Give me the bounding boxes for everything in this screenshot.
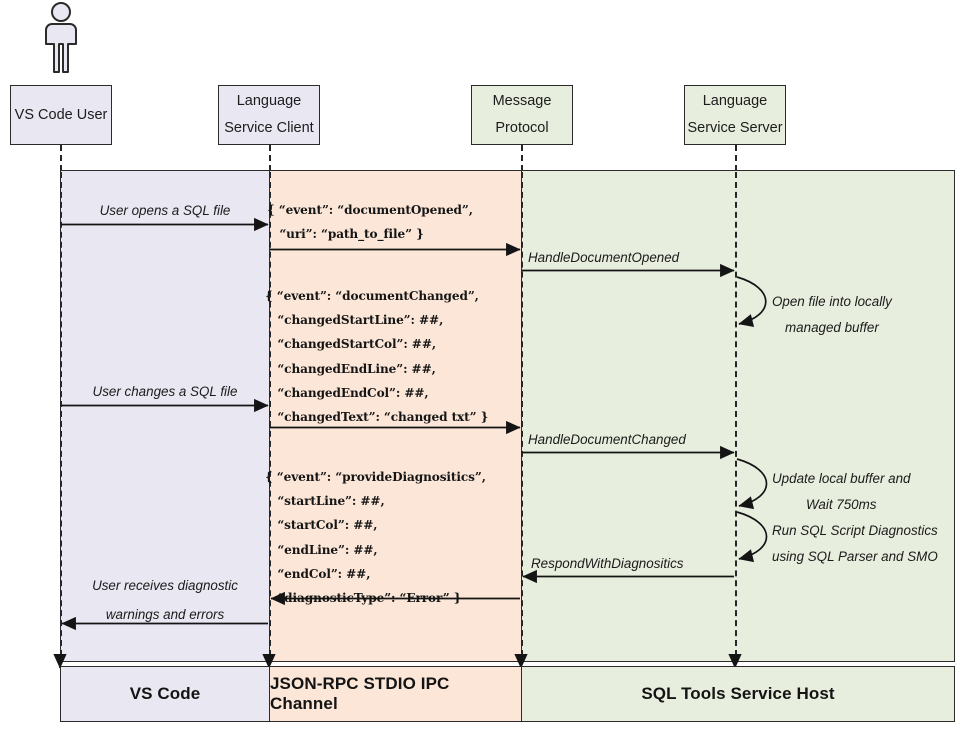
selfloop-open-file-buffer <box>736 276 767 328</box>
participant-label-line1: VS Code User <box>14 106 108 123</box>
note-update-buffer-line2: Wait 750ms <box>806 497 877 512</box>
band-sql-tools-service <box>521 170 955 662</box>
band-ipc-channel <box>269 170 522 662</box>
participant-label-line2: Service Server <box>687 120 783 136</box>
lifeline-stub-language-service-server <box>735 145 737 171</box>
label-user-receives-line1: User receives diagnostic <box>92 578 238 593</box>
label-user-receives-line2: warnings and errors <box>105 607 225 623</box>
participant-label-line2: Service Client <box>224 120 314 136</box>
lifeline-stub-vs-code-user <box>60 145 62 171</box>
lifeline-stub-language-service-client <box>269 145 271 171</box>
note-run-sql-diagnostics: Run SQL Script Diagnostics using SQL Par… <box>772 518 938 570</box>
label-user-opens-sql-file: User opens a SQL file <box>99 203 231 218</box>
footer-vs-code[interactable]: VS Code <box>60 666 270 722</box>
note-run-diagnostics-line2: using SQL Parser and SMO <box>772 549 938 564</box>
note-update-buffer-line1: Update local buffer and <box>772 471 911 486</box>
label-user-changes-sql-file: User changes a SQL file <box>92 384 238 399</box>
band-vs-code <box>60 170 270 662</box>
note-update-buffer-wait: Update local buffer and Wait 750ms <box>772 466 910 518</box>
participant-language-service-server[interactable]: Language Service Server <box>684 85 786 145</box>
footer-label: VS Code <box>129 684 201 703</box>
note-open-file-buffer: Open file into locally managed buffer <box>772 289 892 341</box>
label-handle-document-changed: HandleDocumentChanged <box>528 432 686 447</box>
lifeline-language-service-server <box>735 172 737 656</box>
selfloop-run-sql-diagnostics <box>736 511 768 563</box>
payload-document-changed: { “event”: “documentChanged”, “changedSt… <box>265 289 489 425</box>
payload-provide-diagnositics: { “event”: “provideDiagnositics”, “start… <box>265 470 486 606</box>
lifeline-vs-code-user <box>60 172 62 656</box>
lifeline-language-service-client <box>269 172 271 656</box>
note-open-file-line2: managed buffer <box>785 320 879 335</box>
participant-label-line2: Protocol <box>495 120 549 136</box>
footer-label: JSON-RPC STDIO IPC Channel <box>270 674 450 713</box>
label-handle-document-opened: HandleDocumentOpened <box>528 250 680 265</box>
participant-vs-code-user[interactable]: VS Code User <box>10 85 112 145</box>
participant-message-protocol[interactable]: Message Protocol <box>471 85 573 145</box>
participant-language-service-client[interactable]: Language Service Client <box>218 85 320 145</box>
payload-document-opened: { “event”: “documentOpened”, “uri”: “pat… <box>267 203 473 242</box>
label-user-receives-diagnostics: User receives diagnostic warnings and er… <box>62 571 268 630</box>
person-icon <box>45 2 77 73</box>
selfloop-update-buffer-wait <box>736 458 768 510</box>
label-respond-with-diagnositics: RespondWithDiagnositics <box>531 556 684 571</box>
participant-label-line1: Message <box>492 93 552 110</box>
footer-ipc-channel[interactable]: JSON-RPC STDIO IPC Channel <box>269 666 522 722</box>
note-open-file-line1: Open file into locally <box>772 294 892 309</box>
lifeline-stub-message-protocol <box>521 145 523 171</box>
footer-sql-tools-service-host[interactable]: SQL Tools Service Host <box>521 666 955 722</box>
participant-label-line1: Language <box>236 93 302 110</box>
note-run-diagnostics-line1: Run SQL Script Diagnostics <box>772 523 938 538</box>
lifeline-message-protocol <box>521 172 523 656</box>
participant-label-line1: Language <box>702 93 768 110</box>
footer-label: SQL Tools Service Host <box>641 684 835 703</box>
